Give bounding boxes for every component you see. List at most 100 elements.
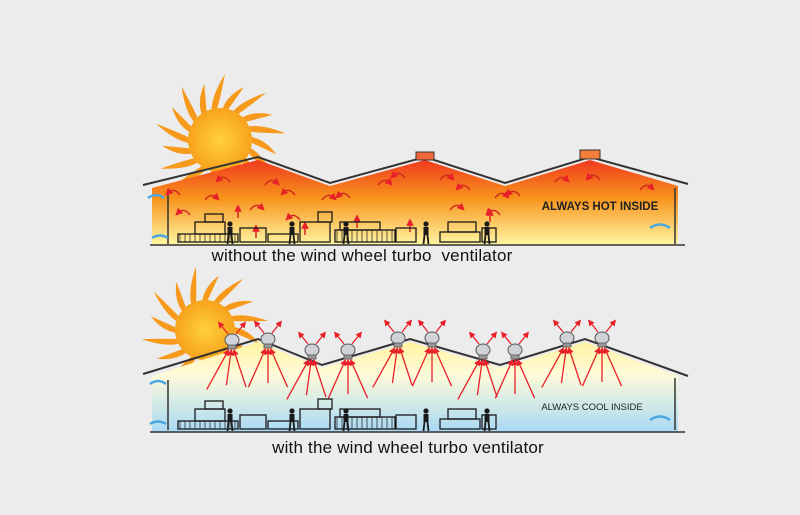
heat-arrow bbox=[449, 202, 465, 211]
turbo-ventilator-icon bbox=[260, 332, 276, 349]
building-interior-cool bbox=[152, 342, 678, 432]
cool-inside-label: ALWAYS COOL INSIDE bbox=[541, 402, 642, 413]
machine-icon bbox=[447, 221, 477, 233]
heat-arrow bbox=[175, 207, 191, 216]
turbo-ventilator-icon bbox=[594, 331, 610, 348]
heat-exhaust-arrow bbox=[225, 348, 234, 386]
worker-icon bbox=[422, 408, 430, 432]
heat-exhaust-arrow bbox=[435, 319, 447, 333]
heat-exhaust-arrow bbox=[271, 320, 283, 334]
building-interior-hot bbox=[152, 160, 678, 245]
turbo-ventilator-icon bbox=[507, 343, 523, 360]
heat-exhaust-arrow bbox=[235, 321, 247, 335]
heat-exhaust-arrow bbox=[401, 319, 413, 333]
turbo-ventilator-icon bbox=[304, 343, 320, 360]
heat-exhaust-arrow bbox=[567, 346, 582, 386]
machinery bbox=[177, 211, 497, 245]
heat-exhaust-arrow bbox=[433, 347, 453, 387]
machine-icon bbox=[395, 227, 417, 243]
heat-exhaust-arrows bbox=[206, 319, 623, 400]
heat-exhaust-arrow bbox=[253, 320, 265, 334]
heat-exhaust-arrow bbox=[247, 348, 267, 388]
heat-arrow bbox=[639, 182, 655, 191]
heat-exhaust-arrow bbox=[476, 358, 485, 396]
hot-inside-label: ALWAYS HOT INSIDE bbox=[542, 201, 659, 213]
machinery bbox=[177, 398, 497, 432]
heat-exhaust-arrow bbox=[232, 348, 247, 388]
heat-arrow bbox=[249, 202, 265, 211]
heat-exhaust-arrow bbox=[457, 359, 481, 400]
heat-exhaust-arrow bbox=[468, 331, 480, 345]
heat-exhaust-arrow bbox=[206, 349, 230, 390]
heat-exhaust-arrow bbox=[383, 319, 395, 333]
machine-icon bbox=[339, 408, 381, 418]
heat-exhaust-arrow bbox=[581, 347, 601, 387]
wind-arrow-icon bbox=[149, 379, 671, 426]
heat-arrow bbox=[585, 172, 601, 181]
heat-arrow bbox=[264, 177, 280, 186]
machine-icon bbox=[395, 414, 417, 430]
machine-icon bbox=[267, 420, 299, 430]
turbo-ventilator-icon bbox=[475, 343, 491, 360]
heat-exhaust-arrow bbox=[587, 319, 599, 333]
top-panel: ALWAYS HOT INSIDE bbox=[142, 74, 689, 246]
caption-without: without the wind wheel turbo ventilator bbox=[211, 246, 513, 265]
heat-exhaust-arrow bbox=[315, 331, 327, 345]
heat-arrow bbox=[321, 192, 337, 201]
heat-exhaust-arrow bbox=[541, 347, 565, 388]
roof-line bbox=[142, 337, 689, 377]
worker-icon bbox=[226, 408, 234, 432]
heat-exhaust-arrow bbox=[570, 319, 582, 333]
worker-icon bbox=[483, 221, 491, 245]
heat-exhaust-arrow bbox=[494, 359, 514, 399]
heat-exhaust-arrow bbox=[391, 346, 400, 384]
wind-arrow-icon bbox=[147, 193, 671, 240]
heat-exhaust-arrow bbox=[297, 331, 309, 345]
machine-icon bbox=[299, 408, 331, 430]
heat-exhaust-arrow bbox=[417, 319, 429, 333]
heat-arrows bbox=[165, 170, 655, 238]
machine-icon bbox=[447, 408, 477, 420]
heat-exhaust-arrow bbox=[560, 346, 569, 384]
heat-arrow bbox=[505, 188, 521, 197]
worker-icon bbox=[226, 221, 234, 245]
machine-icon bbox=[317, 211, 333, 223]
machine-icon bbox=[299, 221, 331, 243]
heat-arrow bbox=[439, 172, 455, 181]
worker-icon bbox=[342, 408, 350, 432]
heat-arrow bbox=[285, 212, 301, 221]
heat-exhaust-arrow bbox=[605, 319, 617, 333]
turbo-ventilator-icon bbox=[559, 331, 575, 348]
heat-arrow bbox=[335, 190, 351, 199]
heat-exhaust-arrow bbox=[327, 359, 347, 399]
worker-icon bbox=[288, 408, 296, 432]
machine-icon bbox=[239, 227, 267, 243]
heat-arrow bbox=[165, 187, 181, 196]
heat-arrow bbox=[280, 187, 296, 196]
heat-exhaust-arrow bbox=[516, 359, 536, 399]
roof-vent bbox=[579, 149, 601, 160]
heat-arrow bbox=[390, 170, 406, 179]
machine-icon bbox=[267, 233, 299, 243]
machine-icon bbox=[317, 398, 333, 410]
turbo-ventilators bbox=[224, 331, 610, 360]
worker-icon bbox=[288, 221, 296, 245]
bottom-panel: ALWAYS COOL INSIDE bbox=[141, 266, 689, 433]
heat-exhaust-arrow bbox=[312, 358, 327, 398]
machine-icon bbox=[339, 221, 381, 231]
heat-exhaust-arrow bbox=[398, 346, 413, 386]
heat-exhaust-arrow bbox=[518, 331, 530, 345]
heat-exhaust-arrow bbox=[483, 358, 498, 398]
heat-exhaust-arrow bbox=[486, 331, 498, 345]
heat-exhaust-arrow bbox=[411, 347, 431, 387]
heat-exhaust-arrow bbox=[286, 359, 310, 400]
machine-icon bbox=[204, 213, 224, 223]
heat-arrow bbox=[455, 182, 471, 191]
machine-icon bbox=[204, 400, 224, 410]
turbo-ventilator-icon bbox=[390, 331, 406, 348]
heat-arrow bbox=[204, 192, 220, 201]
worker-icon bbox=[422, 221, 430, 245]
heat-exhaust-arrow bbox=[552, 319, 564, 333]
